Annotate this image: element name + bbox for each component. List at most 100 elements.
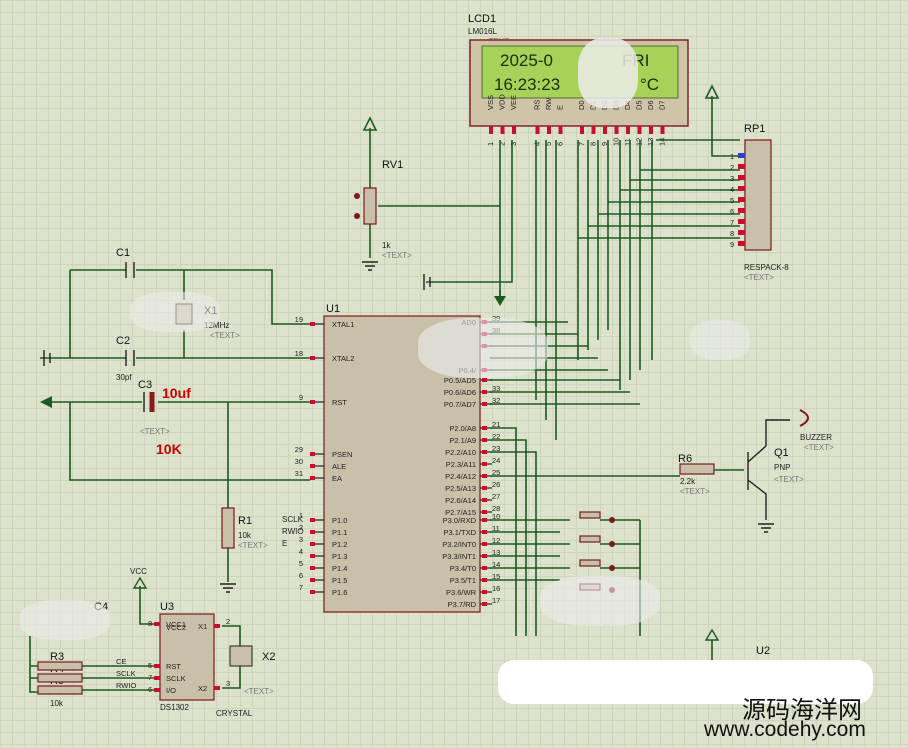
lcd-pin-number: 6 — [556, 142, 565, 146]
x2-body[interactable] — [229, 645, 253, 667]
u1-left-pin-number: 30 — [295, 457, 303, 466]
rp1-pin-number: 4 — [730, 185, 734, 194]
lcd-pin-number: 11 — [623, 138, 632, 146]
blur-patch — [418, 318, 548, 378]
u2-ref: U2 — [756, 645, 770, 657]
r6-ref[interactable]: R6 — [678, 453, 692, 465]
rp1-pin-number: 3 — [730, 174, 734, 183]
u1-left-pin-number: 19 — [295, 315, 303, 324]
u1-right-pin-number: 15 — [492, 572, 500, 581]
u1-left-pin-number: 7 — [299, 583, 303, 592]
u1-right-pin-name: P3.0/RXD — [443, 516, 477, 525]
rp1-model: RESPACK-8 — [744, 263, 789, 272]
lcd-ref: LCD1 — [468, 13, 496, 25]
u1-left-pin-name: PSEN — [332, 450, 352, 459]
c3-tag: <TEXT> — [140, 427, 170, 436]
u1-left-pin-name: P1.2 — [332, 540, 347, 549]
u3-pin-name: SCLK — [166, 674, 186, 683]
u1-left-pin-name: P1.5 — [332, 576, 347, 585]
rv1-potentiometer[interactable]: RV1 1k <TEXT> — [354, 116, 500, 271]
u1-right-pin-number: 16 — [492, 584, 500, 593]
q1-ref[interactable]: Q1 — [774, 447, 789, 459]
u1-left-pins: 19XTAL118XTAL29RST29PSEN30ALE31EA1P1.02P… — [295, 315, 355, 597]
blur-patch — [578, 38, 638, 108]
u1-right-pin-number: 23 — [492, 444, 500, 453]
u1-left-pin-number: 1 — [299, 511, 303, 520]
c2-ref[interactable]: C2 — [116, 335, 130, 347]
u1-left-pin-name: P1.3 — [332, 552, 347, 561]
u1-right-pins: 39AD038P0.4/P0.5/AD533P0.6/AD632P0.7/AD7… — [442, 314, 500, 609]
u1-right-pin-name: P2.5/A13 — [445, 484, 476, 493]
net-sclk: SCLK — [282, 515, 304, 524]
blur-patch — [20, 600, 110, 640]
lcd-pin-label: VEE — [509, 95, 518, 110]
u1-right-pin-number: 32 — [492, 396, 500, 405]
u3-pin-number-right: 3 — [226, 679, 230, 688]
rv1-tag: <TEXT> — [382, 251, 412, 260]
watermark-cn: 源码海洋网 — [742, 696, 862, 724]
buzzer-ref[interactable]: BUZZER — [800, 433, 832, 442]
u3-pin-name: RST — [166, 662, 181, 671]
rp1-pin-number: 5 — [730, 196, 734, 205]
u1-right-pin-name: P3.5/T1 — [450, 576, 476, 585]
lcd-line2-right: °C — [640, 75, 659, 94]
u3-ref[interactable]: U3 — [160, 601, 174, 613]
lcd-pin-label: D6 — [646, 100, 655, 110]
u1-left-pin-name: XTAL2 — [332, 354, 354, 363]
u3-vcc2: VCC2 — [166, 623, 186, 632]
r1-body[interactable] — [221, 507, 235, 549]
lcd-pin-number: 8 — [589, 142, 598, 146]
x1-value: 12MHz — [204, 321, 229, 330]
c3-value: 10uf — [162, 385, 191, 401]
u1-right-pin-name: P3.7/RD — [448, 600, 477, 609]
u3-body[interactable] — [159, 613, 215, 701]
u1-right-pin-name: P2.7/A15 — [445, 508, 476, 517]
vcc-label: VCC — [130, 567, 147, 576]
blur-patch — [690, 320, 750, 360]
u1-right-pin-number: 14 — [492, 560, 500, 569]
rv1-body — [363, 187, 377, 225]
u1-right-pin-number: 13 — [492, 548, 500, 557]
lcd-pin-number: 2 — [498, 142, 507, 146]
c1-ref[interactable]: C1 — [116, 247, 130, 259]
lcd-pin-number: 3 — [509, 142, 518, 146]
u1-right-pin-number: 33 — [492, 384, 500, 393]
blur-patch — [130, 292, 220, 332]
rv1-value: 1k — [382, 241, 391, 250]
lcd-data-bus — [423, 139, 740, 440]
u2-component[interactable]: U2 — [704, 628, 770, 660]
c3-ref[interactable]: C3 — [138, 379, 152, 391]
u3-pin-number: 8 — [148, 619, 152, 628]
r6-body[interactable] — [679, 463, 715, 475]
u1-left-pin-number: 29 — [295, 445, 303, 454]
u1-right-pin-name: P2.1/A9 — [449, 436, 476, 445]
lcd-pin-number: 13 — [646, 138, 655, 146]
u1-right-pin-name: P0.7/AD7 — [444, 400, 476, 409]
u1-left-pin-name: RST — [332, 398, 347, 407]
lcd-model: LM016L — [468, 27, 497, 36]
q1-type: PNP — [774, 463, 790, 472]
r1-tag: <TEXT> — [238, 541, 268, 550]
u1-right-pin-name: P2.3/A11 — [446, 460, 476, 469]
lcd-pin-number: 5 — [544, 142, 553, 146]
rp1-ref: RP1 — [744, 123, 765, 135]
u1-left-pin-name: ALE — [332, 462, 346, 471]
u1-microcontroller[interactable]: U1 19XTAL118XTAL29RST29PSEN30ALE31EA1P1.… — [295, 303, 501, 613]
r1-ref: R1 — [238, 515, 252, 527]
u1-right-pin-name: P3.1/TXD — [443, 528, 476, 537]
lcd-pin-label: D0 — [577, 100, 586, 110]
u1-left-pin-name: XTAL1 — [332, 320, 354, 329]
u3-model: DS1302 — [160, 703, 189, 712]
rp1-body — [744, 139, 772, 251]
lcd-pin-label: D5 — [635, 100, 644, 110]
u3-net-ce: CE — [116, 657, 126, 666]
net-ce: E — [282, 539, 287, 548]
lcd-pin-label: E — [556, 105, 565, 110]
u3-net-rwio: RWIO — [116, 681, 136, 690]
u1-left-pin-name: P1.0 — [332, 516, 347, 525]
r3-ref[interactable]: R3 — [50, 651, 64, 663]
buzzer-driver: R6 2.2k <TEXT> Q1 PNP <TEXT> BUZZER <TEX… — [678, 409, 834, 533]
